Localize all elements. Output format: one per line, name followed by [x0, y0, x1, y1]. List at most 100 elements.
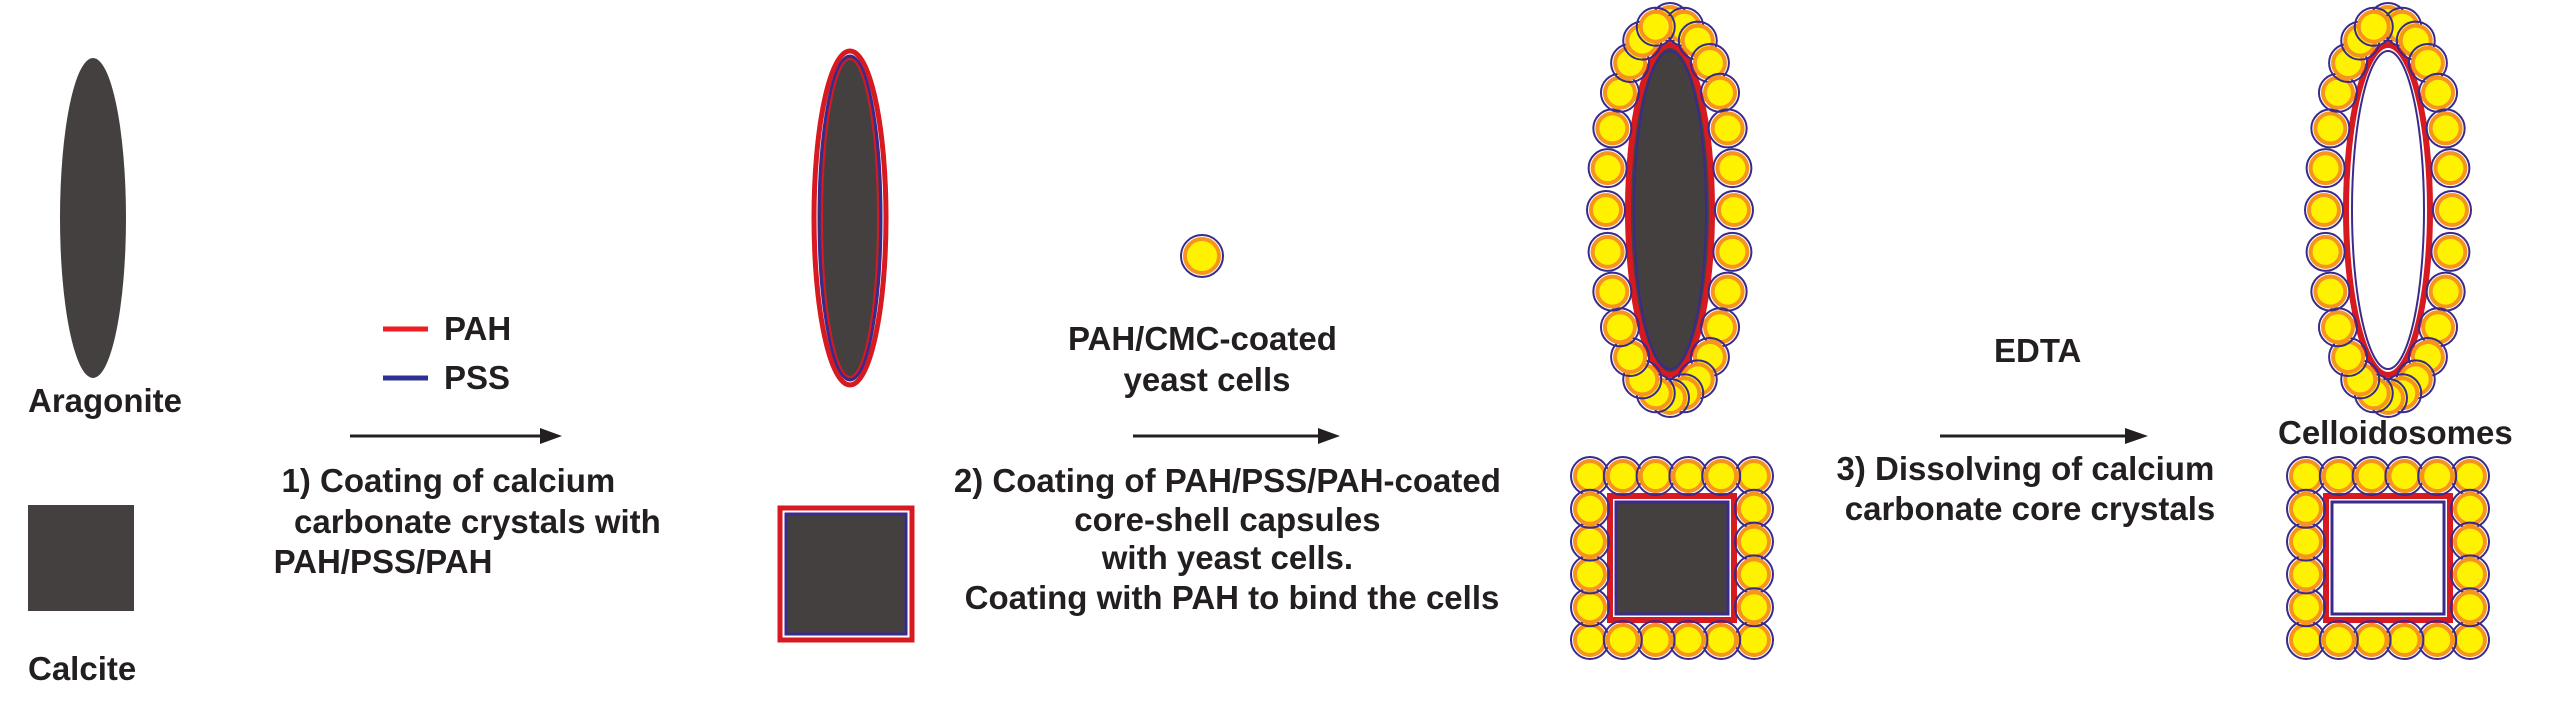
step2-line-1: 2) Coating of PAH/PSS/PAH-coated	[954, 462, 1501, 499]
yeast-cell	[2313, 111, 2348, 146]
yeast-cell	[2320, 310, 2355, 345]
yeast-cell	[1573, 491, 1607, 526]
yeast-coated-aragonite	[1586, 2, 1754, 418]
yeast-cell	[1590, 151, 1625, 186]
yeast-cell	[1737, 524, 1771, 559]
yeast-cell	[2354, 623, 2389, 657]
yeast-cell	[1613, 339, 1648, 374]
yeast-cell	[2453, 459, 2487, 493]
yeast-cell	[2453, 590, 2487, 625]
step1-line-2: carbonate crystals with	[294, 503, 661, 540]
yeast-cell-outline	[2417, 456, 2458, 496]
yeast-cell	[1692, 46, 1727, 81]
yeast-cell	[1703, 310, 1738, 345]
yeast-cell	[1737, 459, 1771, 493]
yeast-cell-outline	[1712, 148, 1753, 189]
yeast-cell	[2420, 459, 2455, 493]
coated-calcite	[777, 505, 915, 643]
yeast-cell-outline	[2432, 190, 2472, 230]
step2-line-4: Coating with PAH to bind the cells	[965, 579, 1500, 616]
yeast-cell	[2308, 151, 2343, 186]
calcite-label: Calcite	[28, 650, 136, 687]
yeast-cell	[1573, 459, 1607, 493]
yeast-cell	[2428, 111, 2463, 146]
yeast-cell	[2321, 459, 2356, 493]
yeast-cell-outline	[2425, 108, 2466, 149]
yeast-cell	[1602, 310, 1637, 345]
legend-pss-label: PSS	[444, 359, 510, 396]
step2-line-2: core-shell capsules	[1074, 501, 1380, 538]
yeast-cell-outline	[1734, 587, 1774, 628]
yeast-cell	[2289, 623, 2323, 657]
yeast-cell	[2433, 234, 2468, 269]
yeast-cell	[1590, 234, 1625, 269]
yeast-cell-outline	[2430, 231, 2471, 272]
yeast-cell	[1573, 590, 1607, 625]
step2-line-3: with yeast cells.	[1101, 539, 1353, 576]
yeast-cell	[1671, 623, 1706, 657]
yeast-cell	[1671, 459, 1706, 493]
celloidosome-elongated	[2304, 2, 2472, 418]
yeast-cell	[1704, 459, 1739, 493]
yeast-cell	[1595, 274, 1630, 309]
yeast-cell-outline	[1587, 231, 1628, 272]
aragonite-label: Aragonite	[28, 382, 182, 419]
yeast-cell	[2453, 524, 2487, 559]
step1-line-1: 1) Coating of calcium	[282, 462, 616, 499]
yeast-cell	[1715, 234, 1750, 269]
yeast-cell	[1710, 111, 1745, 146]
yeast-cell	[1605, 623, 1640, 657]
yeast-cell	[2308, 234, 2343, 269]
yeast-cell	[1573, 623, 1607, 657]
yeast-cell	[2420, 623, 2455, 657]
yeast-cell	[2356, 9, 2391, 44]
yeast-cell-outline	[1714, 190, 1754, 230]
step2-reagent-line-1: PAH/CMC-coated	[1068, 320, 1337, 357]
yeast-cell	[1573, 557, 1607, 592]
yeast-cell	[1710, 274, 1745, 309]
yeast-cell	[1595, 111, 1630, 146]
yeast-cell	[2307, 193, 2341, 227]
yeast-cell-outline	[1701, 456, 1742, 496]
yeast-cell-outline	[2286, 488, 2326, 529]
calcite-crystal	[28, 505, 134, 611]
yeast-cell	[1737, 623, 1771, 657]
yeast-cell-outline	[2305, 148, 2346, 189]
yeast-cell	[2453, 491, 2487, 526]
yeast-cell-outline	[1602, 620, 1643, 660]
step3-text: 3) Dissolving of calcium carbonate core …	[1837, 450, 2224, 527]
yeast-cell	[1737, 491, 1771, 526]
yeast-cell	[2421, 75, 2456, 110]
yeast-cell	[1715, 151, 1750, 186]
yeast-cell	[1638, 459, 1673, 493]
yeast-cell	[1573, 524, 1607, 559]
coated-aragonite	[811, 48, 889, 388]
yeast-cell	[2410, 46, 2445, 81]
yeast-cell-outline	[1712, 231, 1753, 272]
yeast-cell	[1638, 9, 1673, 44]
yeast-cell	[2453, 623, 2487, 657]
step3-line-2: carbonate core crystals	[1845, 490, 2216, 527]
yeast-cell-outline	[2430, 148, 2471, 189]
yeast-cell-outline	[2318, 620, 2359, 660]
arrow-step3	[1940, 428, 2148, 444]
yeast-cell	[2289, 557, 2323, 592]
yeast-cell	[2289, 491, 2323, 526]
aragonite-crystal	[60, 58, 126, 378]
yeast-cell	[1602, 75, 1637, 110]
yeast-cell	[2313, 274, 2348, 309]
yeast-cell	[2387, 459, 2422, 493]
step2-reagent-line-2: yeast cells	[1124, 361, 1291, 398]
yeast-cell	[2433, 151, 2468, 186]
arrow-step2	[1133, 428, 1340, 444]
yeast-cell	[2289, 459, 2323, 493]
yeast-cell	[2387, 623, 2422, 657]
yeast-cell	[1589, 193, 1623, 227]
legend-pah-label: PAH	[444, 310, 511, 347]
yeast-cell	[2421, 310, 2456, 345]
yeast-cell	[2289, 524, 2323, 559]
yeast-cell	[1717, 193, 1751, 227]
yeast-cell-outline	[1592, 271, 1633, 312]
yeast-cell	[2289, 590, 2323, 625]
